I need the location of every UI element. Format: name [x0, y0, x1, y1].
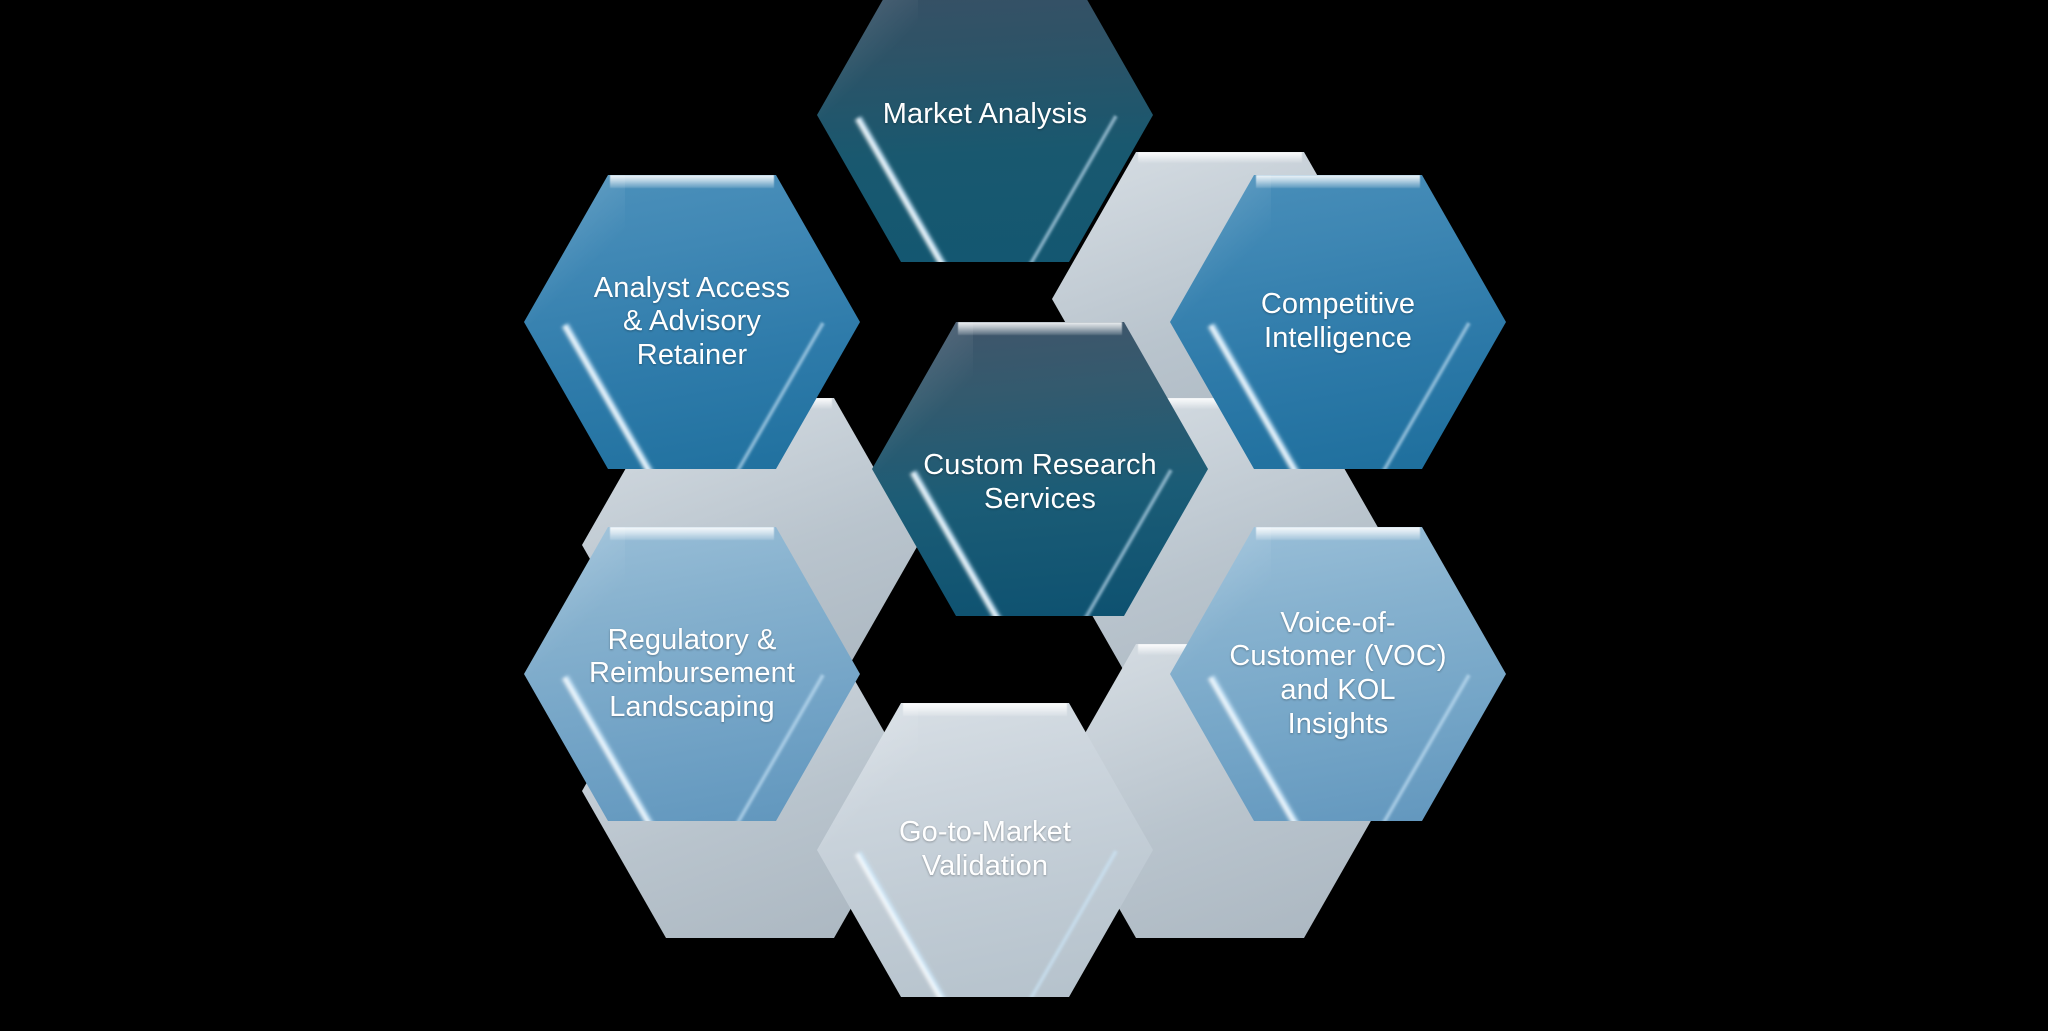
hexagon-competitive-intelligence[interactable]: Competitive Intelligence: [1170, 175, 1506, 469]
hexagon-label: Market Analysis: [882, 98, 1088, 131]
hexagon-bevel-top: [1255, 527, 1421, 540]
hexagon-label: Go-to-Market Validation: [898, 816, 1071, 882]
hexagon-label: Analyst Access & Advisory Retainer: [593, 271, 791, 371]
hexagon-analyst-access-advisory-retainer[interactable]: Analyst Access & Advisory Retainer: [524, 175, 860, 469]
hexagon-bevel-top: [609, 527, 775, 540]
hexagon-bevel-top: [609, 175, 775, 188]
hexagon-edge-glow: [853, 115, 951, 262]
depth-bevel: [1137, 152, 1303, 163]
hexagon-voice-of-customer-kol-insights[interactable]: Voice-of- Customer (VOC) and KOL Insight…: [1170, 527, 1506, 821]
hexagon-bevel-top: [957, 322, 1123, 335]
hexagon-custom-research-services[interactable]: Custom Research Services: [872, 322, 1208, 616]
hexagon-bevel-top: [902, 703, 1068, 716]
hexagon-label: Competitive Intelligence: [1260, 288, 1416, 354]
hexagon-label: Regulatory & Reimbursement Landscaping: [589, 623, 795, 723]
hexagon-bevel-top: [1255, 175, 1421, 188]
hexagon-label: Voice-of- Customer (VOC) and KOL Insight…: [1229, 606, 1447, 740]
hexagon-label: Custom Research Services: [923, 449, 1157, 515]
